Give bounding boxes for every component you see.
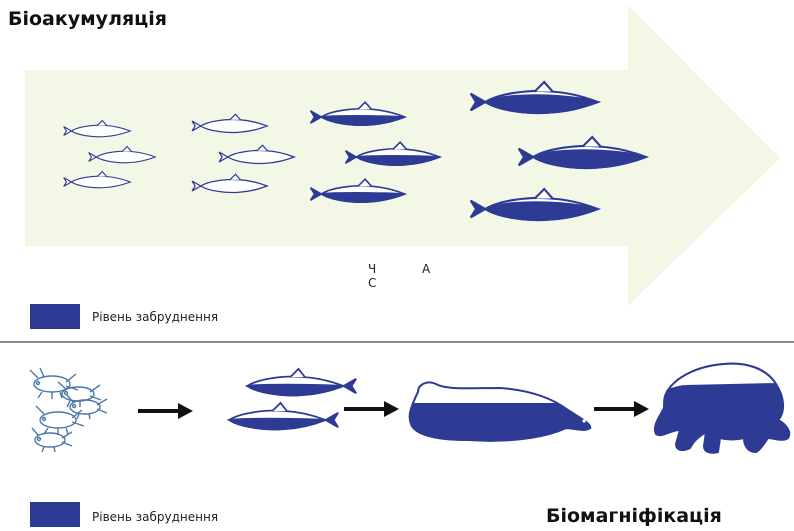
- fish-icon: [247, 369, 356, 396]
- polar-bear-icon: [655, 364, 789, 453]
- seal-icon: [410, 382, 590, 440]
- fish-group-chain: [229, 369, 356, 430]
- chain-arrow-icon: [344, 401, 399, 417]
- legend-label-top: Рівень забруднення: [92, 310, 218, 324]
- legend-swatch-top: [30, 304, 80, 329]
- chain-arrow-icon: [138, 403, 193, 419]
- bioaccumulation-title: Біоакумуляція: [8, 8, 167, 30]
- legend-label-bottom: Рівень забруднення: [92, 510, 218, 524]
- plankton-icon: [30, 368, 107, 452]
- time-letter: Ч: [368, 262, 422, 276]
- legend-swatch-bottom: [30, 502, 80, 527]
- section-divider: [0, 341, 794, 343]
- chain-arrow-icon: [594, 401, 649, 417]
- time-letter: А: [422, 262, 476, 276]
- fish-icon: [229, 403, 338, 430]
- biomagnification-title: Біомагніфікація: [546, 505, 722, 527]
- time-letter: С: [368, 276, 422, 290]
